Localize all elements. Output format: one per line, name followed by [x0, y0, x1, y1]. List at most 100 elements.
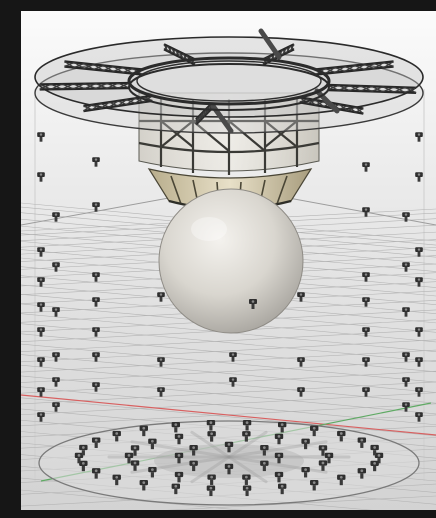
- camera-mount-icon: [402, 212, 410, 222]
- floor-camera-icon: [374, 452, 384, 464]
- floor-camera-icon: [324, 452, 334, 464]
- grid-line: [21, 386, 436, 426]
- inner-ring-truss: [127, 56, 331, 111]
- floor-camera-icon: [274, 452, 284, 464]
- floor-camera-icon: [79, 444, 88, 456]
- floor-camera-icon: [357, 437, 367, 448]
- grid-line: [21, 370, 436, 394]
- scene-canvas: [21, 11, 436, 510]
- camera-mount-icon: [37, 357, 45, 367]
- camera-mount-icon: [362, 207, 370, 217]
- camera-mount-icon: [362, 327, 370, 337]
- grid-line: [21, 349, 436, 373]
- floor-camera-icon: [130, 460, 140, 471]
- floor-shadow-spoke: [227, 455, 328, 474]
- truss-arm: [163, 43, 196, 66]
- camera-mount-icon: [157, 292, 165, 302]
- camera-mount-icon: [92, 382, 100, 392]
- camera-mount-icon: [402, 262, 410, 272]
- floor-camera-icon: [337, 474, 346, 486]
- camera-mount-icon: [92, 202, 100, 212]
- camera-mount-icon: [362, 272, 370, 282]
- floor-camera-icon: [277, 421, 287, 433]
- floor-camera-icon: [301, 466, 310, 478]
- viewport-frame-bottom: [0, 510, 436, 518]
- floor-camera-icon: [301, 438, 310, 450]
- viewport-frame-top: [0, 0, 436, 11]
- floor-camera-icon: [274, 471, 284, 483]
- floor-camera-icon: [148, 466, 157, 478]
- floor-ring-inner: [154, 444, 304, 478]
- floor-shadow-spoke: [130, 455, 231, 474]
- grid-line: [21, 364, 436, 404]
- floor-shadow-spoke: [190, 430, 231, 459]
- camera-mount-icon: [415, 132, 423, 142]
- camera-mount-icon: [37, 132, 45, 142]
- camera-mount-icon: [52, 352, 60, 362]
- floor-camera-icon: [242, 474, 251, 485]
- floor-camera-icon: [310, 479, 319, 491]
- cad-viewport[interactable]: [21, 11, 436, 510]
- floor-camera-icon: [242, 431, 251, 442]
- floor-camera-icon: [357, 468, 367, 479]
- camera-mount-icon: [402, 402, 410, 412]
- floor-camera-icon: [206, 485, 216, 497]
- sphere-highlight: [191, 217, 227, 241]
- floor-camera-icon: [91, 437, 101, 448]
- camera-mount-icon: [297, 387, 305, 397]
- floor-camera-icon: [74, 452, 84, 464]
- floor-camera-icon: [207, 431, 216, 442]
- floor-camera-icon: [139, 479, 148, 491]
- camera-mount-icon: [362, 357, 370, 367]
- truss-arm: [64, 60, 143, 76]
- camera-mount-icon: [402, 352, 410, 362]
- camera-mount-icon: [52, 402, 60, 412]
- camera-mount-icon: [415, 327, 423, 337]
- floor-camera-icon: [171, 483, 181, 495]
- floor-shadow-spoke: [227, 455, 268, 484]
- sphere: [158, 188, 304, 334]
- radial-trusses: [39, 28, 417, 134]
- grid-line: [21, 343, 436, 383]
- truss-clamp: [258, 28, 282, 60]
- camera-mount-icon: [92, 272, 100, 282]
- housing-struts: [138, 97, 320, 175]
- floor-shadow-spoke: [190, 455, 231, 484]
- camera-mount-icon: [229, 352, 237, 362]
- camera-mount-icon: [157, 357, 165, 367]
- camera-mount-icon: [37, 172, 45, 182]
- grid-line: [21, 397, 436, 437]
- floor-camera-icon: [112, 430, 121, 442]
- grid-line: [21, 381, 436, 405]
- floor-camera-icon: [260, 445, 269, 456]
- camera-mount-icon: [37, 247, 45, 257]
- viewport-frame-left: [0, 0, 21, 518]
- floor-camera-icon: [79, 460, 88, 472]
- floor-camera-icon: [206, 420, 216, 431]
- floor-camera-icon: [112, 474, 121, 486]
- floor-camera-icon: [130, 445, 140, 456]
- floor-shadow-spoke: [227, 440, 328, 459]
- truss-clamp: [314, 88, 340, 114]
- floor-camera-icon: [207, 474, 216, 485]
- camera-mount-icon: [37, 387, 45, 397]
- wall-camera-array: [37, 132, 423, 422]
- floor-camera-icon: [318, 445, 328, 456]
- camera-mount-icon: [415, 357, 423, 367]
- grid-line: [21, 354, 436, 393]
- grid-line: [21, 489, 243, 510]
- floor-camera-icon: [91, 468, 101, 479]
- floor-shadow-spoke: [227, 430, 268, 459]
- floor-camera-icon: [224, 441, 234, 453]
- camera-mount-icon: [92, 297, 100, 307]
- floor-camera-icon: [139, 425, 148, 437]
- floor-camera-icon: [224, 463, 234, 475]
- camera-mount-icon: [415, 172, 423, 182]
- floor-camera-icon: [277, 483, 287, 495]
- floor-shadow-spokes: [107, 430, 351, 484]
- floor-camera-icon: [242, 485, 252, 497]
- grid-line: [166, 495, 436, 510]
- sphere-camera-icon: [249, 299, 257, 309]
- truss-arm: [39, 81, 130, 91]
- floor-camera-icon: [370, 444, 379, 456]
